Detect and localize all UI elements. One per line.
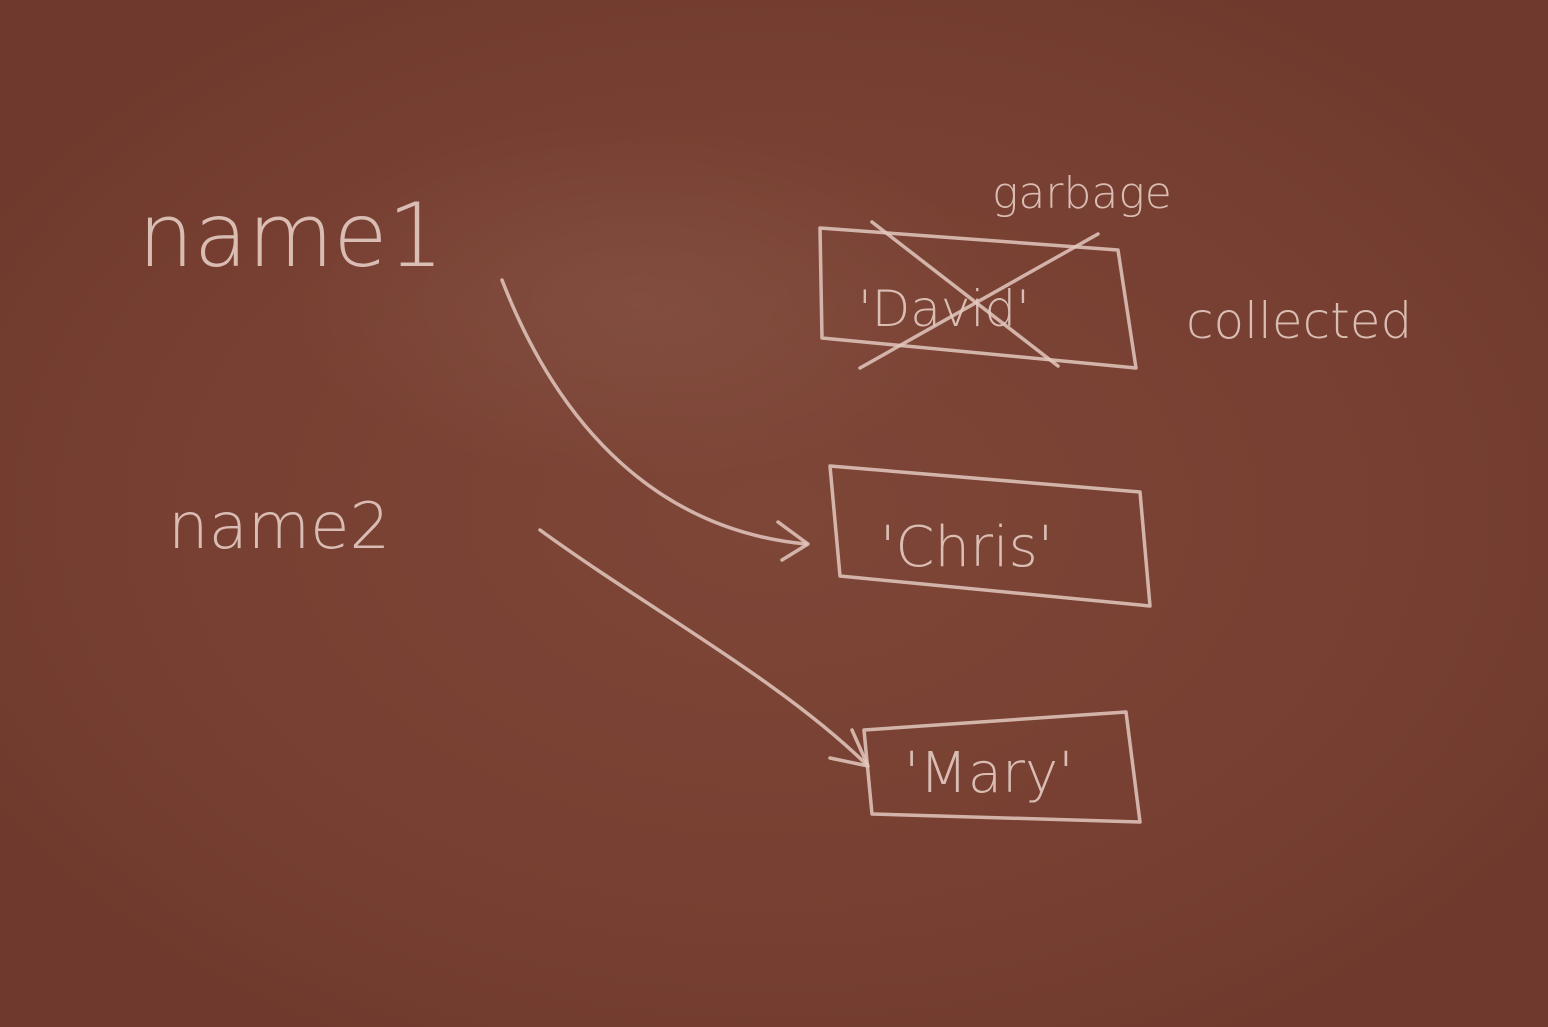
object-box-chris: 'Chris' (828, 464, 1152, 608)
garbage-annotation-line1: garbage (992, 168, 1172, 219)
cross-out-line-1 (870, 220, 1060, 368)
arrow-name1-shaft (500, 278, 808, 546)
arrow-name2-head (828, 728, 870, 768)
object-box-chris-outline (828, 464, 1152, 608)
object-box-david: 'David' (818, 220, 1138, 370)
arrow-name1-head (776, 520, 810, 562)
object-box-mary-outline (862, 710, 1142, 824)
variable-name1-label: name1 (138, 184, 444, 287)
object-mary-label: 'Mary' (904, 741, 1074, 806)
arrow-name1-to-chris (500, 278, 810, 562)
object-box-mary: 'Mary' (862, 710, 1142, 824)
garbage-annotation-line2: collected (1186, 292, 1412, 350)
object-box-david-outline (818, 226, 1138, 370)
arrow-name2-to-mary (538, 528, 870, 768)
object-chris-label: 'Chris' (880, 515, 1053, 580)
arrow-name2-shaft (538, 528, 868, 766)
cross-out-line-2 (858, 232, 1100, 370)
variable-name2-label: name2 (168, 490, 390, 564)
